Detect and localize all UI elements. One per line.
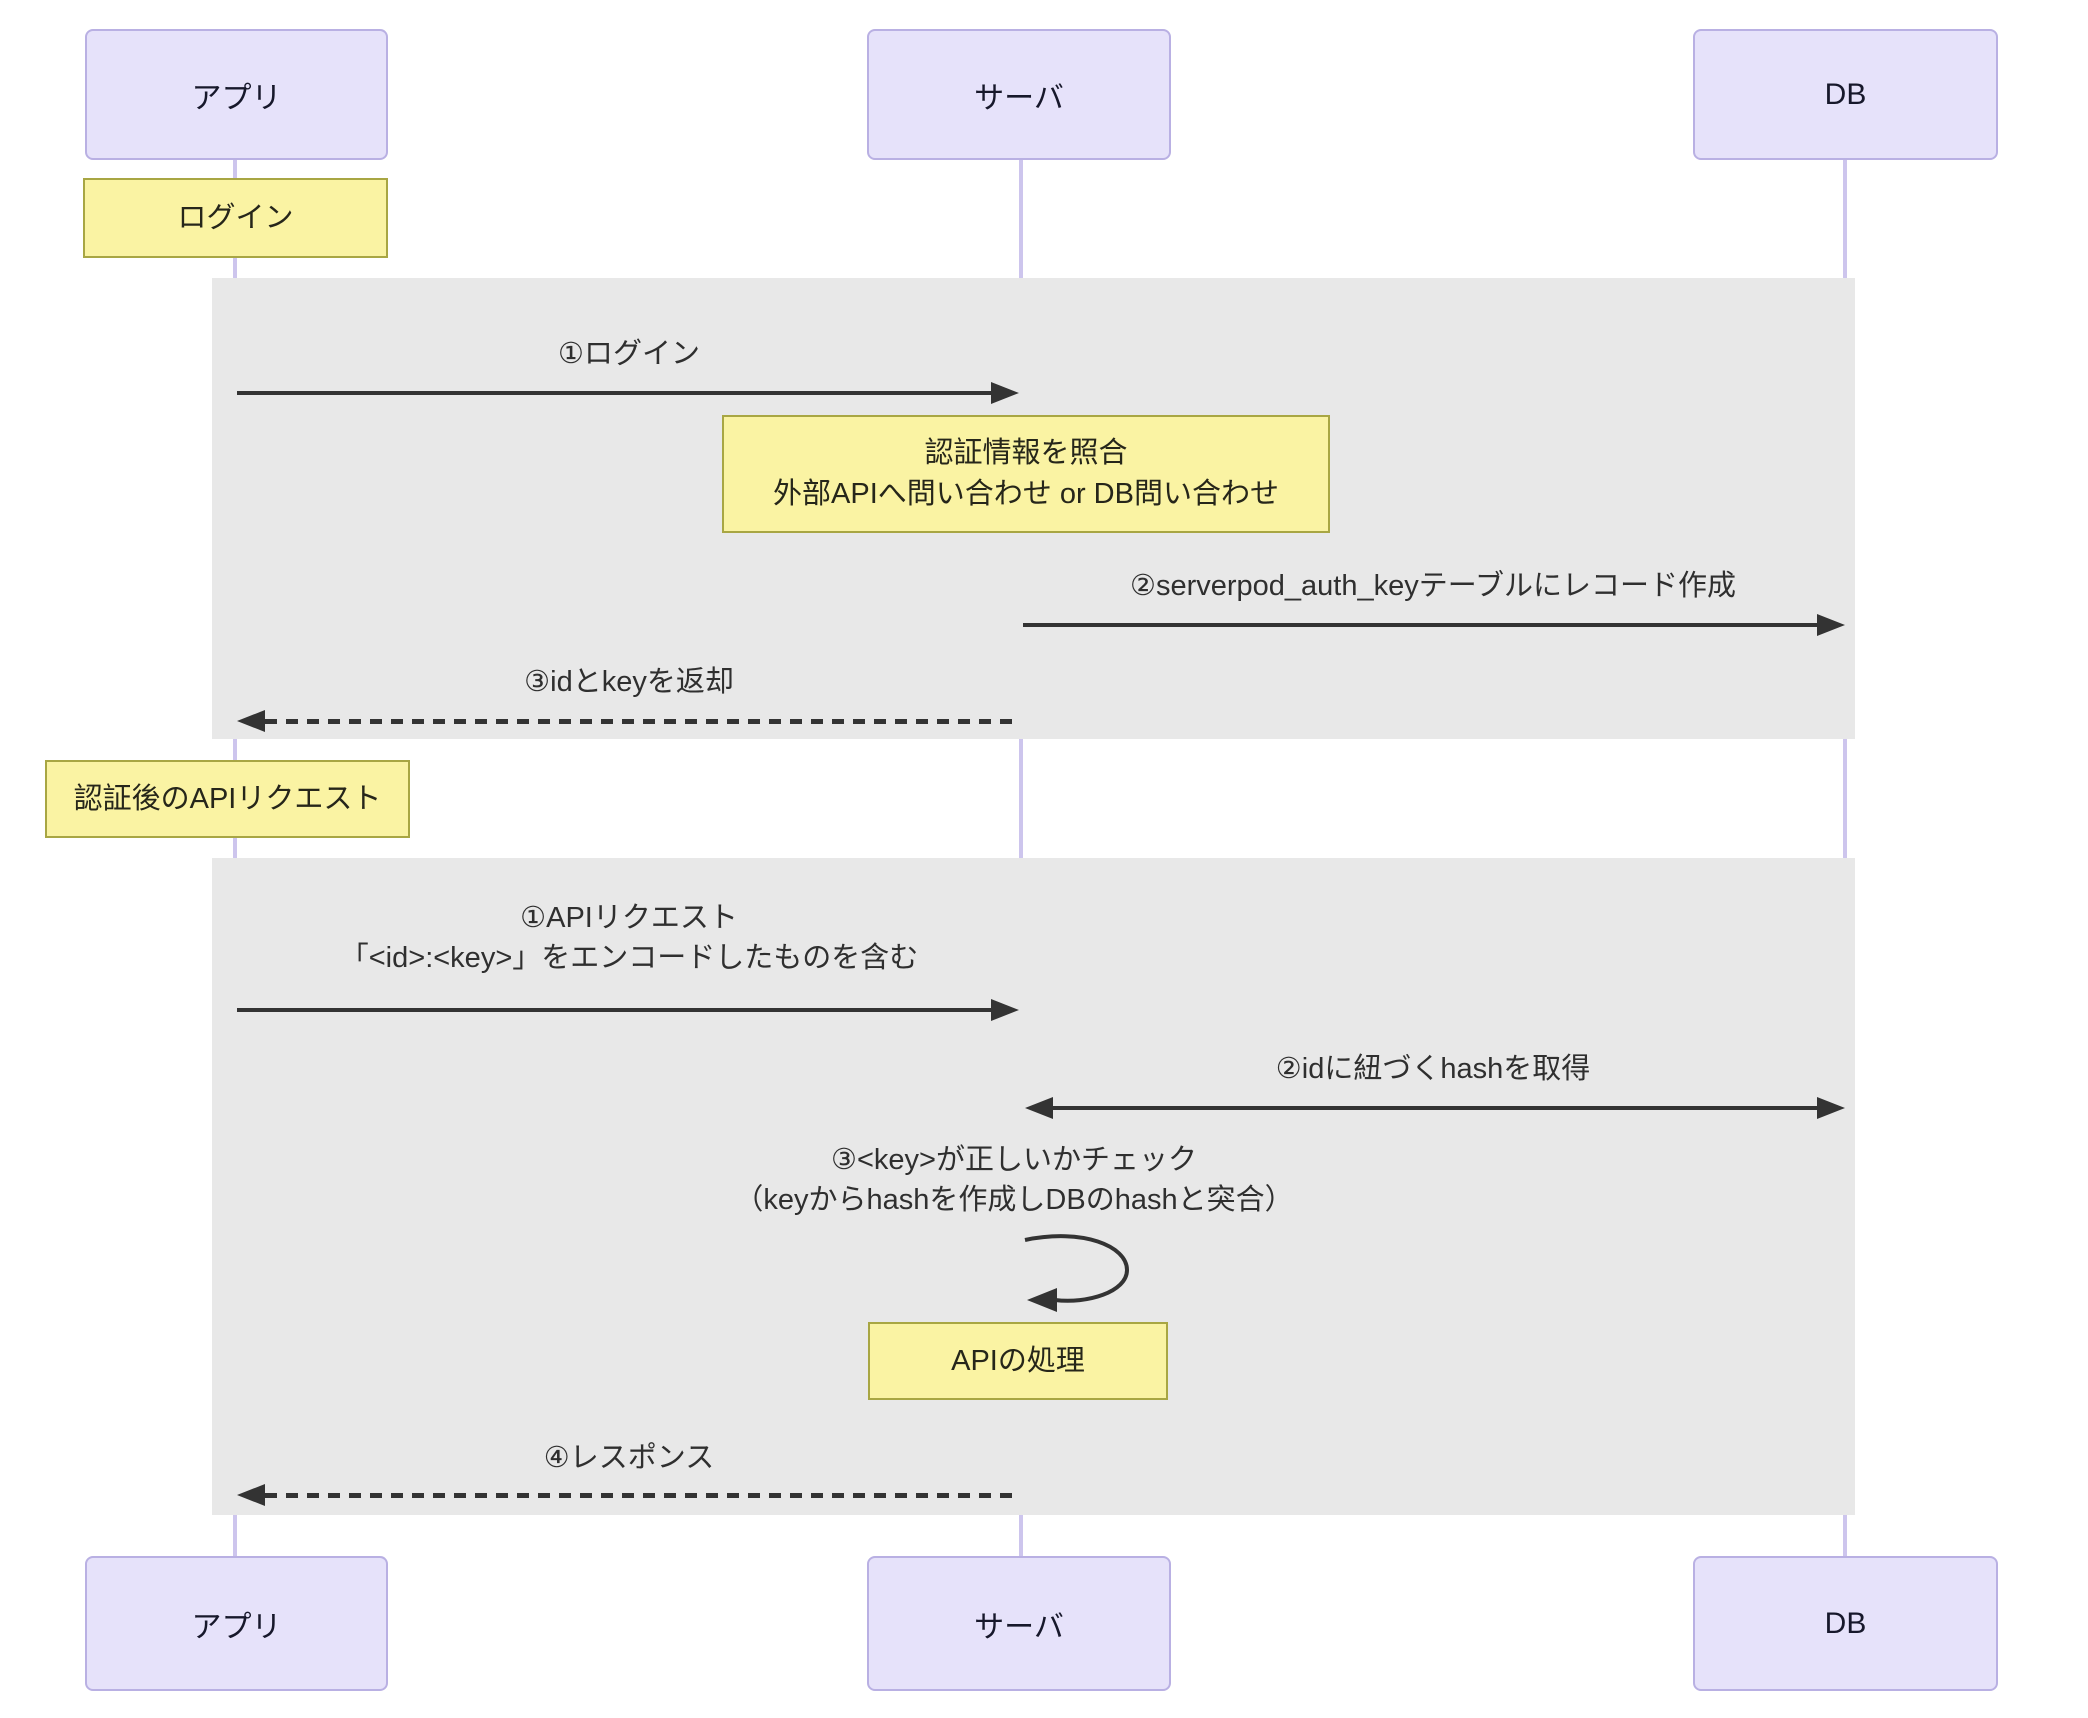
- message-1-label: ①ログイン: [237, 334, 1021, 374]
- section-label-api-request: 認証後のAPIリクエスト: [45, 760, 410, 838]
- message-5-text: ②idに紐づくhashを取得: [1275, 1053, 1591, 1085]
- message-2-text: ②serverpod_auth_keyテーブルにレコード作成: [1129, 570, 1737, 602]
- actor-top-db-label: DB: [1824, 77, 1867, 111]
- actor-bottom-db: DB: [1693, 1556, 1998, 1691]
- message-3-line: [265, 719, 1021, 724]
- message-5-line: [1051, 1106, 1817, 1110]
- message-5-arrowhead-right-icon: [1817, 1097, 1845, 1119]
- note-api-processing-text: APIの処理: [951, 1344, 1085, 1377]
- message-6-text-line1: ③<key>が正しいかチェック: [831, 1144, 1197, 1176]
- message-5-label: ②idに紐づくhashを取得: [1021, 1049, 1845, 1089]
- message-3-text: ③idとkeyを返却: [524, 666, 734, 698]
- message-4-label: ①APIリクエスト 「<id>:<key>」をエンコードしたものを含む: [237, 898, 1021, 978]
- message-4-text-line1: ①APIリクエスト: [520, 902, 738, 934]
- actor-bottom-db-label: DB: [1824, 1606, 1867, 1640]
- actor-bottom-server-label: サーバ: [974, 1610, 1064, 1644]
- actor-top-server-label: サーバ: [974, 81, 1064, 115]
- message-6-label: ③<key>が正しいかチェック （keyからhashを作成しDBのhashと突合…: [704, 1140, 1324, 1220]
- section-bg-api-request: [212, 858, 1855, 1515]
- actor-top-server: サーバ: [867, 29, 1171, 160]
- message-7-label: ④レスポンス: [237, 1438, 1021, 1478]
- message-5-arrowhead-left-icon: [1025, 1097, 1053, 1119]
- section-label-api-request-text: 認証後のAPIリクエスト: [73, 782, 382, 815]
- actor-bottom-app: アプリ: [85, 1556, 388, 1691]
- note-auth-check-line2: 外部APIへ問い合わせ or DB問い合わせ: [773, 478, 1279, 510]
- section-label-login-text: ログイン: [177, 201, 294, 234]
- actor-bottom-server: サーバ: [867, 1556, 1171, 1691]
- actor-top-db: DB: [1693, 29, 1998, 160]
- note-auth-check: 認証情報を照合 外部APIへ問い合わせ or DB問い合わせ: [722, 415, 1330, 533]
- section-label-login: ログイン: [83, 178, 388, 258]
- message-2-label: ②serverpod_auth_keyテーブルにレコード作成: [1021, 566, 1845, 606]
- message-2-arrowhead-right-icon: [1817, 614, 1845, 636]
- message-3-arrowhead-left-icon: [237, 710, 265, 732]
- message-6-self-loop-arrow-icon: [1024, 1234, 1130, 1312]
- message-1-text: ①ログイン: [558, 338, 700, 370]
- note-auth-check-line1: 認証情報を照合: [924, 437, 1128, 469]
- lifeline-app: [233, 150, 237, 1562]
- message-1-arrowhead-right-icon: [991, 382, 1019, 404]
- message-7-line: [265, 1493, 1021, 1498]
- lifeline-server: [1019, 150, 1023, 1562]
- message-2-line: [1023, 623, 1817, 627]
- actor-top-app: アプリ: [85, 29, 388, 160]
- lifeline-db: [1843, 150, 1847, 1562]
- message-7-text: ④レスポンス: [543, 1442, 715, 1474]
- actor-top-app-label: アプリ: [191, 81, 282, 115]
- actor-bottom-app-label: アプリ: [191, 1610, 282, 1644]
- message-4-line: [237, 1008, 993, 1012]
- note-api-processing: APIの処理: [868, 1322, 1168, 1400]
- message-4-arrowhead-right-icon: [991, 999, 1019, 1021]
- message-4-text-line2: 「<id>:<key>」をエンコードしたものを含む: [339, 942, 919, 974]
- message-6-text-line2: （keyからhashを作成しDBのhashと突合）: [734, 1184, 1294, 1216]
- message-1-line: [237, 391, 993, 395]
- message-7-arrowhead-left-icon: [237, 1484, 265, 1506]
- message-3-label: ③idとkeyを返却: [237, 662, 1021, 702]
